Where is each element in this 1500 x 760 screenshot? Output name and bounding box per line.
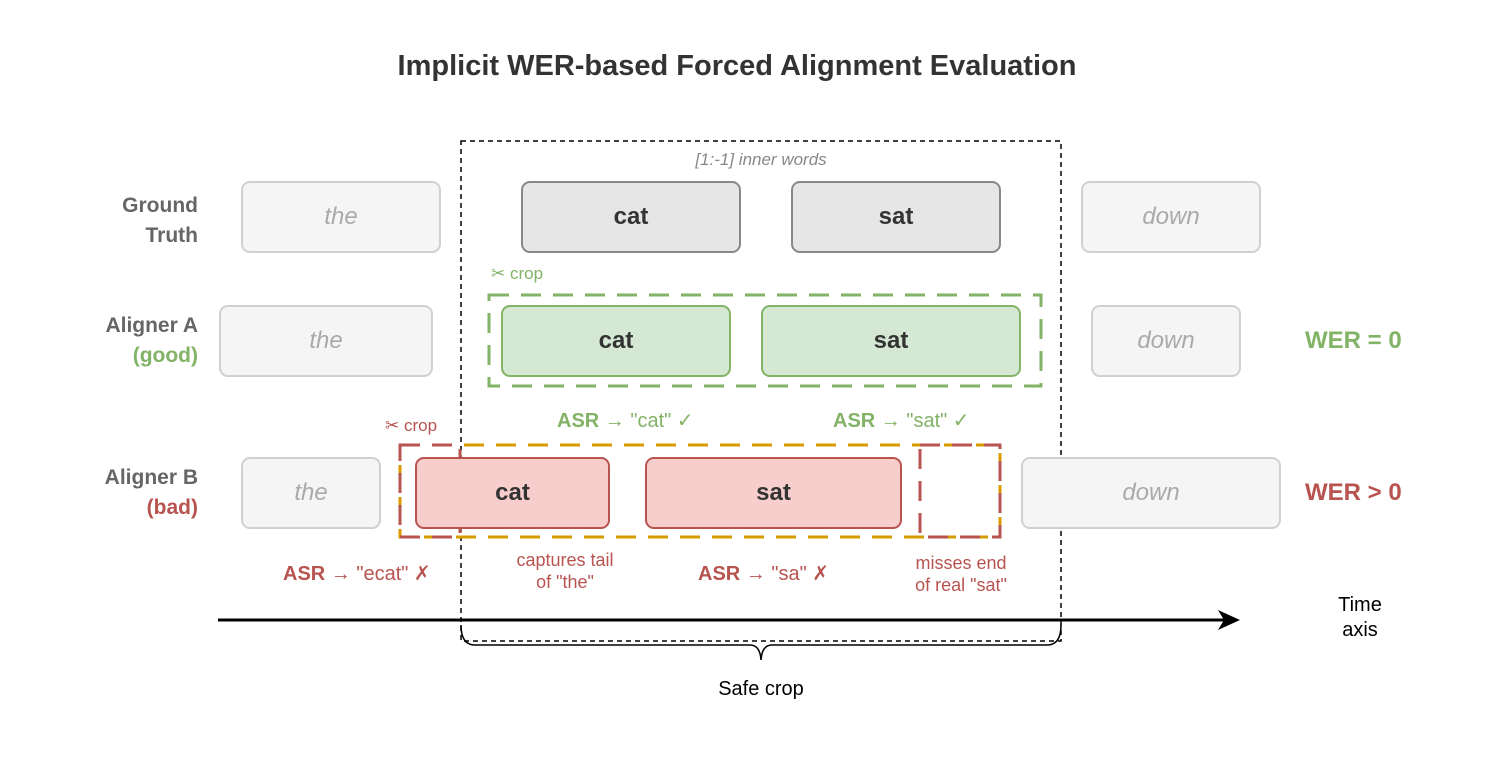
ground-truth-label-line1: Ground: [122, 194, 198, 217]
aligner-a-crop-label: ✂ crop: [491, 264, 544, 283]
gt-word-sat: sat: [791, 181, 1001, 253]
aligner-a-asr-sat: ASR → "sat" ✓: [833, 408, 970, 433]
aligner-b-asr-cat: ASR → "ecat" ✗: [283, 561, 431, 586]
aligner-b-wer: WER > 0: [1305, 479, 1402, 506]
asr-prefix: ASR: [698, 563, 741, 585]
aligner-b-word-down: down: [1021, 457, 1281, 529]
asr-text: "ecat" ✗: [356, 563, 431, 585]
asr-text: "cat" ✓: [630, 410, 694, 432]
captures-tail-note-line2: of "the": [536, 572, 594, 592]
aligner-b-label: Aligner B (bad): [60, 463, 198, 523]
asr-prefix: ASR: [833, 410, 876, 432]
inner-words-label: [1:-1] inner words: [695, 150, 827, 169]
aligner-a-crop-box: [487, 293, 1043, 388]
safe-crop-label: Safe crop: [718, 678, 804, 700]
ground-truth-label: Ground Truth: [60, 191, 198, 251]
aligner-b-label-line1: Aligner B: [104, 466, 198, 489]
asr-arrow: →: [604, 410, 625, 432]
gt-word-cat: cat: [521, 181, 741, 253]
asr-text: "sat" ✓: [906, 410, 970, 432]
gt-word-the: the: [241, 181, 441, 253]
asr-arrow: →: [745, 563, 766, 585]
captures-tail-note-line1: captures tail: [516, 550, 614, 570]
asr-prefix: ASR: [283, 563, 326, 585]
aligner-a-label-line1: Aligner A: [105, 314, 198, 337]
aligner-b-word-sat: sat: [645, 457, 902, 529]
misses-end-note: misses end of real "sat": [880, 552, 1042, 596]
captures-tail-note: captures tail of "the": [480, 549, 650, 593]
safe-crop-brace: [460, 624, 1062, 661]
asr-prefix: ASR: [557, 410, 600, 432]
safe-crop-region: [460, 140, 1062, 642]
aligner-a-word-cat: cat: [501, 305, 731, 377]
gt-word-down: down: [1081, 181, 1261, 253]
diagram-title: Implicit WER-based Forced Alignment Eval…: [397, 50, 1077, 82]
time-axis-label-line2: axis: [1342, 619, 1378, 641]
aligner-a-word-the: the: [219, 305, 433, 377]
aligner-b-crop-label: ✂ crop: [385, 416, 438, 435]
aligner-b-word-the: the: [241, 457, 381, 529]
aligner-b-asr-sat: ASR → "sa" ✗: [698, 561, 829, 586]
aligner-a-word-down: down: [1091, 305, 1241, 377]
aligner-a-label-line2: (good): [132, 344, 198, 367]
aligner-b-missing-end-box: [918, 443, 1002, 539]
aligner-a-wer: WER = 0: [1305, 327, 1402, 354]
ground-truth-label-line2: Truth: [145, 224, 199, 247]
time-axis-label-line1: Time: [1338, 594, 1382, 616]
asr-arrow: →: [330, 563, 351, 585]
aligner-b-label-line2: (bad): [146, 496, 198, 519]
asr-text: "sa" ✗: [771, 563, 829, 585]
time-axis-arrowhead: [1218, 610, 1240, 630]
time-axis-label: Time axis: [1310, 593, 1410, 643]
misses-end-note-line2: of real "sat": [915, 575, 1007, 595]
aligner-a-word-sat: sat: [761, 305, 1021, 377]
aligner-b-word-cat: cat: [415, 457, 610, 529]
aligner-b-orange-crop-box: [398, 443, 1002, 539]
misses-end-note-line1: misses end: [915, 553, 1007, 573]
aligner-a-label: Aligner A (good): [60, 311, 198, 371]
asr-arrow: →: [880, 410, 901, 432]
aligner-a-asr-cat: ASR → "cat" ✓: [557, 408, 694, 433]
